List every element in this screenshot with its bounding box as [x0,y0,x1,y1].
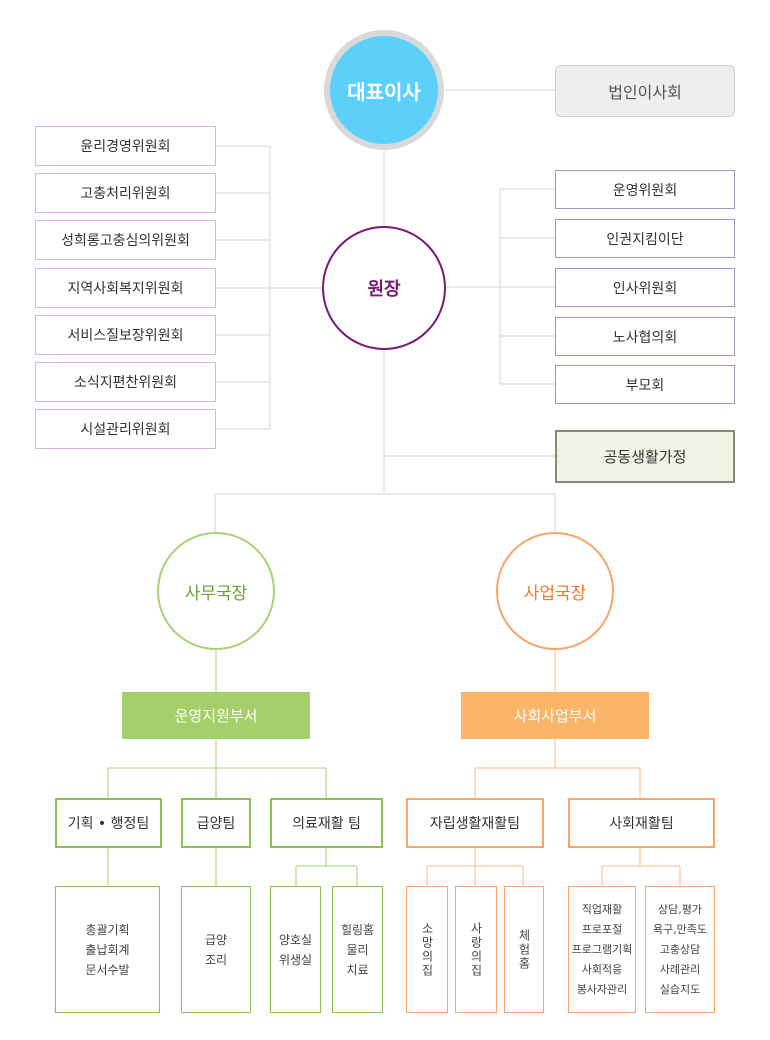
board-node[interactable]: 법인이사회 [555,65,735,117]
leaf-somang-house: 소망의집 [406,886,448,1013]
committee-service-quality[interactable]: 서비스질보장위원회 [35,315,216,355]
leaf-text: 힐링홈 물리 치료 [340,922,375,977]
team-planning-admin[interactable]: 기획 • 행정팀 [55,798,162,848]
leaf-infirmary: 양호실 위생실 [270,886,321,1013]
committee-label: 부모회 [625,377,665,394]
committee-label: 노사협의회 [612,329,678,346]
committee-label: 고충처리위원회 [80,186,171,202]
committee-newsletter[interactable]: 소식지편찬위원회 [35,362,216,402]
admin-dept-label: 운영지원부서 [174,707,258,725]
leaf-text: 체험홈 [517,928,531,971]
director-node[interactable]: 원장 [322,226,446,350]
committee-personnel[interactable]: 인사위원회 [555,268,735,307]
leaf-text: 직업재활 프로포절 프로그램기획 사회적응 봉사자관리 [571,902,633,996]
committee-label: 인권지킴이단 [606,231,684,248]
program-dept-node[interactable]: 사회사업부서 [461,692,649,739]
team-independent-living[interactable]: 자립생활재활팀 [406,798,544,848]
family-home-node[interactable]: 공동생활가정 [555,430,735,483]
team-label: 자립생활재활팀 [429,816,521,832]
ceo-label: 대표이사 [347,79,421,104]
team-medical-rehab[interactable]: 의료재활 팀 [270,798,383,848]
committee-grievance[interactable]: 고충처리위원회 [35,173,216,213]
leaf-text: 급양 조리 [204,932,228,967]
admin-head-node[interactable]: 사무국장 [157,532,275,650]
director-label: 원장 [367,279,401,300]
leaf-counseling: 상담,평가 욕구,만족도 고충상담 사례관리 실습지도 [645,886,715,1013]
committee-operations[interactable]: 운영위원회 [555,170,735,209]
committee-label: 지역사회복지위원회 [67,281,184,297]
leaf-text: 소망의집 [420,921,434,978]
leaf-text: 상담,평가 욕구,만족도 고충상담 사례관리 실습지도 [652,902,708,996]
committee-label: 서비스질보장위원회 [67,328,184,344]
program-head-node[interactable]: 사업국장 [496,532,614,650]
committee-labor[interactable]: 노사협의회 [555,317,735,356]
committee-parents[interactable]: 부모회 [555,365,735,404]
leaf-vocational: 직업재활 프로포절 프로그램기획 사회적응 봉사자관리 [568,886,636,1013]
committee-harassment[interactable]: 성희롱고충심의위원회 [35,220,216,260]
team-label: 사회재활팀 [609,816,674,832]
admin-head-label: 사무국장 [184,583,248,604]
team-label: 의료재활 팀 [292,816,361,832]
committee-label: 운영위원회 [612,182,678,199]
leaf-planning-duties: 총괄기획 출납회계 문서수발 [55,886,160,1013]
committee-label: 성희롱고충심의위원회 [61,233,190,249]
committee-label: 소식지편찬위원회 [73,375,178,391]
family-home-label: 공동생활가정 [603,448,687,466]
committee-label: 시설관리위원회 [80,422,171,438]
committee-label: 인사위원회 [612,280,678,297]
team-label: 급양팀 [196,816,236,832]
leaf-text: 사랑의집 [469,921,483,978]
leaf-healing-home: 힐링홈 물리 치료 [332,886,383,1013]
team-label: 기획 • 행정팀 [67,816,150,832]
ceo-node[interactable]: 대표이사 [324,30,444,150]
leaf-sarang-house: 사랑의집 [455,886,497,1013]
leaf-text: 양호실 위생실 [278,932,313,967]
committee-label: 윤리경영위원회 [80,139,171,155]
admin-dept-node[interactable]: 운영지원부서 [122,692,310,739]
team-catering[interactable]: 급양팀 [181,798,251,848]
committee-facilities[interactable]: 시설관리위원회 [35,409,216,449]
committee-human-rights[interactable]: 인권지킴이단 [555,219,735,258]
team-social-rehab[interactable]: 사회재활팀 [568,798,715,848]
board-label: 법인이사회 [608,83,682,102]
leaf-experience-home: 체험홈 [504,886,544,1013]
program-head-label: 사업국장 [523,583,587,604]
leaf-catering-duties: 급양 조리 [181,886,251,1013]
program-dept-label: 사회사업부서 [513,707,597,725]
committee-community[interactable]: 지역사회복지위원회 [35,268,216,308]
leaf-text: 총괄기획 출납회계 문서수발 [85,922,130,977]
committee-ethics[interactable]: 윤리경영위원회 [35,126,216,166]
